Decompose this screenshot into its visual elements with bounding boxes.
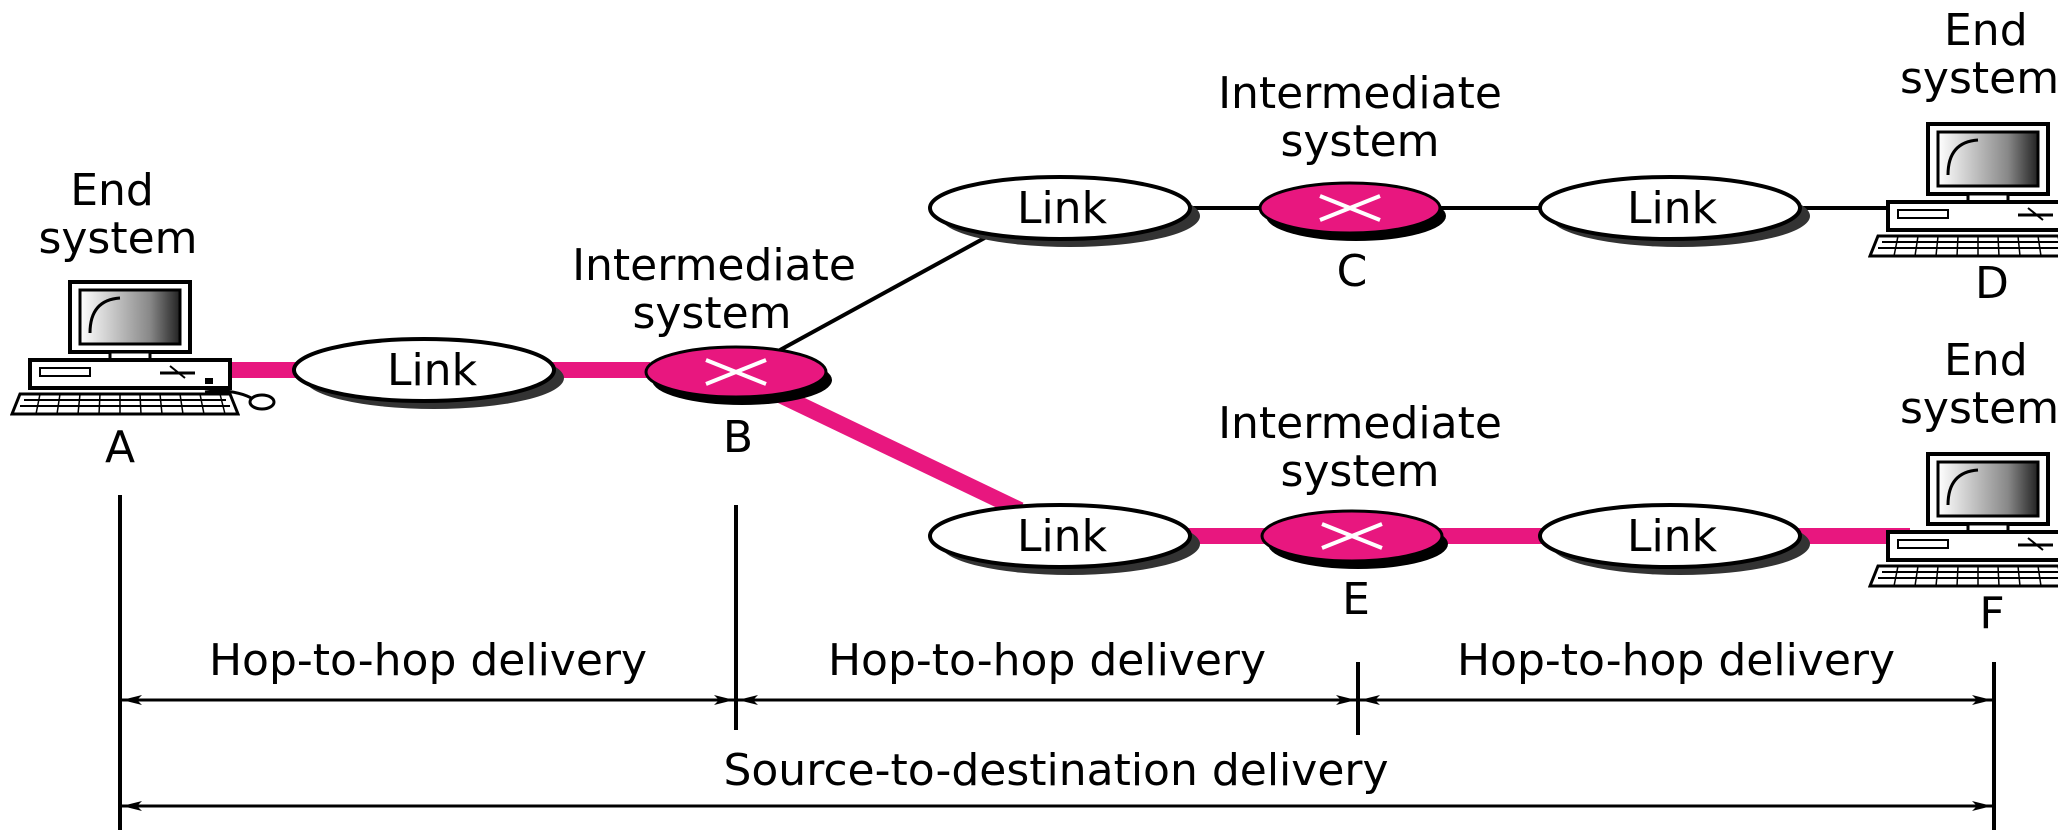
link-label: Link — [1627, 511, 1718, 562]
node-e-labels: Intermediate system E — [1218, 398, 1502, 625]
router-b — [644, 345, 834, 407]
computer-d — [1868, 122, 2058, 258]
computer-a — [10, 280, 276, 416]
node-title: system — [1900, 53, 2058, 104]
node-letter: B — [723, 412, 753, 463]
hop-label-2: Hop-to-hop delivery — [828, 635, 1266, 686]
link-label: Link — [387, 345, 478, 396]
delivery-section: Hop-to-hop delivery Hop-to-hop delivery … — [118, 495, 1996, 830]
node-b-labels: Intermediate system B — [572, 240, 856, 463]
node-letter: D — [1975, 258, 2009, 309]
link-ef: Link — [1538, 503, 1810, 575]
computer-icon — [10, 280, 240, 416]
computer-f — [1868, 452, 2058, 588]
node-a-labels: End system A — [38, 165, 197, 473]
link-label: Link — [1627, 183, 1718, 234]
link-label: Link — [1017, 183, 1108, 234]
node-letter: C — [1337, 246, 1368, 297]
path-b-e — [776, 387, 1024, 518]
link-bc: Link — [928, 175, 1200, 247]
link-label: Link — [1017, 511, 1108, 562]
node-title: system — [1280, 446, 1439, 497]
node-title: system — [1900, 383, 2058, 434]
source-destination-label: Source-to-destination delivery — [723, 745, 1388, 796]
node-c-labels: Intermediate system C — [1218, 68, 1502, 297]
computer-icon — [1868, 122, 2058, 258]
router-icon — [1258, 181, 1448, 243]
router-icon — [1260, 509, 1450, 571]
node-letter: A — [105, 422, 135, 473]
computer-icon — [1868, 452, 2058, 588]
hop-label-3: Hop-to-hop delivery — [1457, 635, 1895, 686]
router-c — [1258, 181, 1448, 243]
router-e — [1260, 509, 1450, 571]
node-title: End — [70, 165, 154, 216]
node-letter: E — [1342, 574, 1370, 625]
node-title: Intermediate — [572, 240, 856, 291]
router-icon — [644, 345, 834, 407]
node-title: End — [1944, 335, 2028, 386]
link-ab: Link — [292, 337, 564, 409]
hop-label-1: Hop-to-hop delivery — [209, 635, 647, 686]
path-b-c — [779, 233, 991, 352]
node-title: system — [1280, 116, 1439, 167]
link-cd: Link — [1538, 175, 1810, 247]
node-title: system — [632, 288, 791, 339]
node-d-labels: End system D — [1900, 5, 2058, 309]
node-title: End — [1944, 5, 2028, 56]
link-be: Link — [928, 503, 1200, 575]
node-letter: F — [1979, 588, 2004, 639]
node-f-labels: End system F — [1900, 335, 2058, 639]
node-title: Intermediate — [1218, 68, 1502, 119]
node-title: Intermediate — [1218, 398, 1502, 449]
node-title: system — [38, 213, 197, 264]
